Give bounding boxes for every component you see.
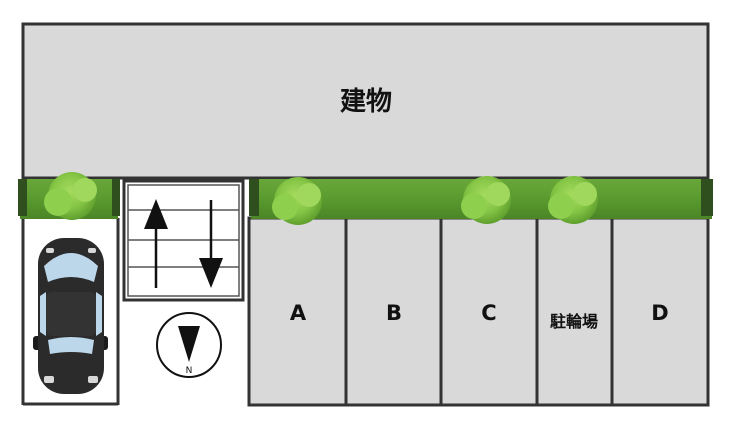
car-top-view-icon <box>33 238 108 394</box>
parking-space-a-label: A <box>290 301 307 325</box>
bush-icon <box>548 176 598 224</box>
building <box>21 22 710 180</box>
north-arrow-icon <box>156 312 222 378</box>
up-down-arrows-icon <box>144 199 223 288</box>
bush-icon <box>44 172 97 220</box>
staircase <box>122 179 245 302</box>
compass-north-label: N <box>186 366 193 376</box>
bush-icon <box>272 177 322 225</box>
bicycle-parking-label: 駐輪場 <box>550 312 598 331</box>
building-label: 建物 <box>340 87 392 117</box>
parking-space-b-label: B <box>386 301 402 325</box>
parking-space-d-label: D <box>651 301 668 325</box>
parking-space-c-label: C <box>481 301 496 325</box>
parking-dividers <box>344 218 614 405</box>
parking-area <box>247 216 710 407</box>
bush-icon <box>461 176 511 224</box>
